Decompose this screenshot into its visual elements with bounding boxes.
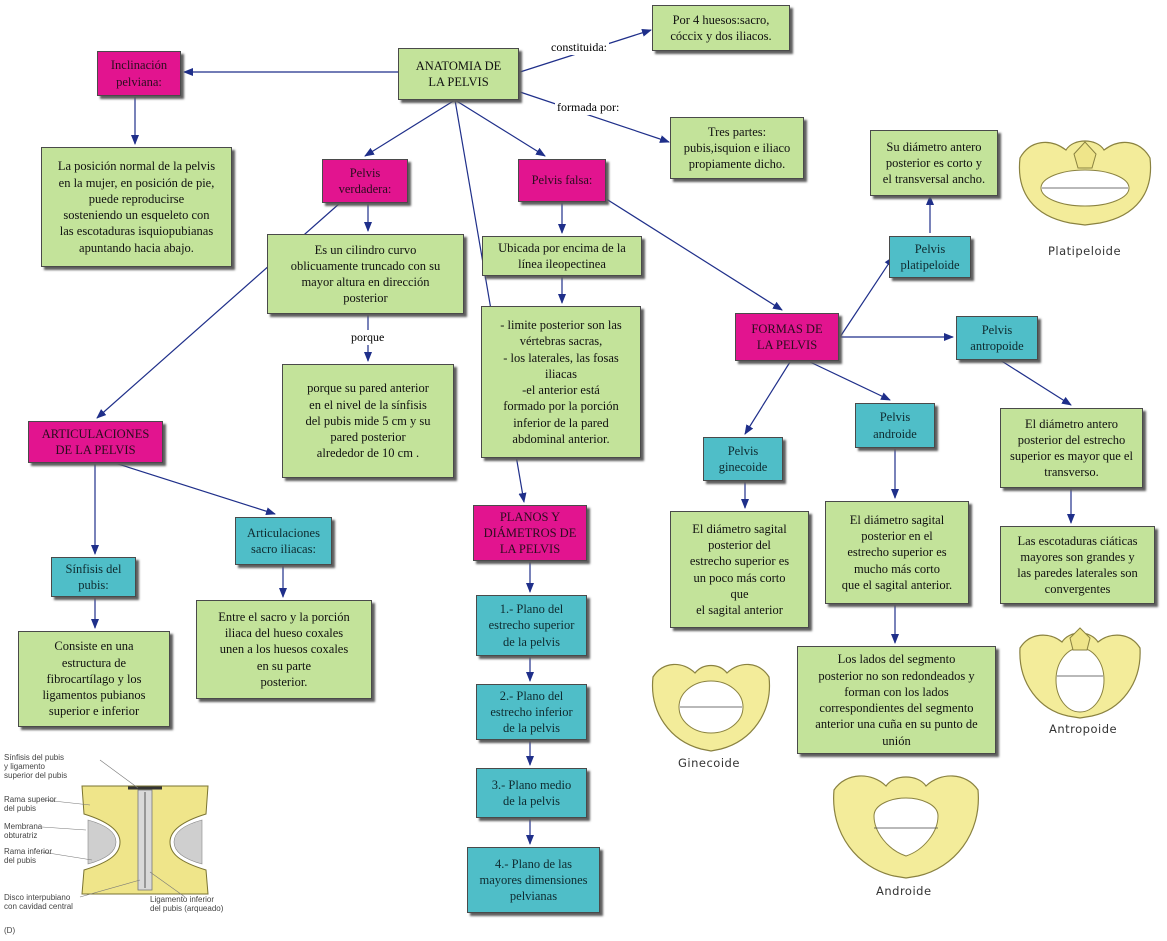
arrow-formas-androide — [809, 361, 891, 401]
node-consiste: Consiste en una estructura de fibrocartí… — [18, 631, 170, 727]
node-pelvis-platipeloide: Pelvis platipeloide — [889, 236, 971, 278]
node-ubicada: Ubicada por encima de la línea ileopecti… — [482, 236, 642, 276]
arrow-anatomia-verdadera — [364, 99, 456, 157]
figure-antropoide — [1019, 627, 1141, 719]
caption-platipeloide: Platipeloide — [1048, 244, 1122, 258]
node-pelvis-antropoide: Pelvis antropoide — [956, 316, 1038, 360]
figure-sinfisis-anatomia — [81, 785, 209, 895]
figure-platipeloide — [1018, 140, 1152, 226]
node-plano-4: 4.- Plano de las mayores dimensiones pel… — [467, 847, 600, 913]
node-anatomia-pelvis: ANATOMIA DE LA PELVIS — [398, 48, 519, 100]
arrow-falsa-formas — [599, 194, 783, 311]
node-entre-sacro: Entre el sacro y la porción iliaca del h… — [196, 600, 372, 699]
node-lados-segmento: Los lados del segmento posterior no son … — [797, 646, 996, 754]
node-articulaciones-pelvis: ARTICULACIONES DE LA PELVIS — [28, 421, 163, 463]
node-pelvis-verdadera: Pelvis verdadera: — [322, 159, 408, 203]
caption-androide: Androide — [876, 884, 932, 898]
arrow-antropoide-diam — [999, 359, 1072, 406]
node-plano-2: 2.- Plano del estrecho inferior de la pe… — [476, 684, 587, 740]
node-plano-1: 1.- Plano del estrecho superior de la pe… — [476, 595, 587, 656]
arrow-anatomia-tres — [519, 91, 670, 143]
anat-label-rama-superior: Rama superior del pubis — [4, 795, 57, 814]
node-pelvis-androide: Pelvis androide — [855, 403, 935, 448]
node-su-diametro: Su diámetro antero posterior es corto y … — [870, 130, 998, 196]
edge-label-constituida: constituida: — [549, 40, 609, 55]
anat-label-sinfisis: Sínfisis del pubis y ligamento superior … — [4, 753, 68, 781]
anat-label-disco: Disco interpubiano con cavidad central — [4, 893, 73, 912]
node-planos-diametros: PLANOS Y DIÁMETROS DE LA PELVIS — [473, 505, 587, 561]
anat-label-membrana: Membrana obturatriz — [4, 822, 43, 841]
node-escotaduras: Las escotaduras ciáticas mayores son gra… — [1000, 526, 1155, 604]
anat-label-rama-inferior: Rama inferior del pubis — [4, 847, 53, 866]
anat-panel-letter: (D) — [4, 926, 16, 935]
node-cuatro-huesos: Por 4 huesos:sacro, cóccix y dos iliacos… — [652, 5, 790, 51]
arrow-articulaciones-sacro — [114, 462, 276, 516]
node-ginecoide-diametro: El diámetro sagital posterior del estrec… — [670, 511, 809, 628]
node-cilindro: Es un cilindro curvo oblicuamente trunca… — [267, 234, 464, 314]
node-androide-diametro: El diámetro sagital posterior en el estr… — [825, 501, 969, 604]
anatomy-leader-lines — [41, 759, 186, 898]
caption-antropoide: Antropoide — [1049, 722, 1118, 736]
node-limites: - limite posterior son las vértebras sac… — [481, 306, 641, 458]
figure-ginecoide — [651, 663, 771, 752]
node-antropoide-diametro: El diámetro antero posterior del estrech… — [1000, 408, 1143, 488]
node-tres-partes: Tres partes: pubis,isquion e iliaco prop… — [670, 117, 804, 179]
node-inclinacion-pelviana: Inclinación pelviana: — [97, 51, 181, 96]
node-pelvis-falsa: Pelvis falsa: — [518, 159, 606, 202]
node-pared-anterior: porque su pared anterior en el nivel de … — [282, 364, 454, 478]
caption-ginecoide: Ginecoide — [678, 756, 740, 770]
node-pelvis-ginecoide: Pelvis ginecoide — [703, 437, 783, 481]
arrow-formas-ginecoide — [744, 361, 791, 435]
edge-label-formada-por: formada por: — [555, 100, 622, 115]
node-plano-3: 3.- Plano medio de la pelvis — [476, 768, 587, 818]
arrow-formas-platipeloide — [839, 256, 894, 338]
arrow-anatomia-falsa — [454, 99, 546, 157]
node-posicion-normal: La posición normal de la pelvis en la mu… — [41, 147, 232, 267]
node-articulaciones-sacro: Articulaciones sacro iliacas: — [235, 517, 332, 565]
edge-label-porque: porque — [349, 330, 387, 345]
anat-label-ligamento-inferior: Ligamento inferior del pubis (arqueado) — [150, 895, 224, 914]
node-formas-pelvis: FORMAS DE LA PELVIS — [735, 313, 839, 361]
node-sinfisis-pubis: Sínfisis del pubis: — [51, 557, 136, 597]
figure-androide — [833, 775, 979, 879]
